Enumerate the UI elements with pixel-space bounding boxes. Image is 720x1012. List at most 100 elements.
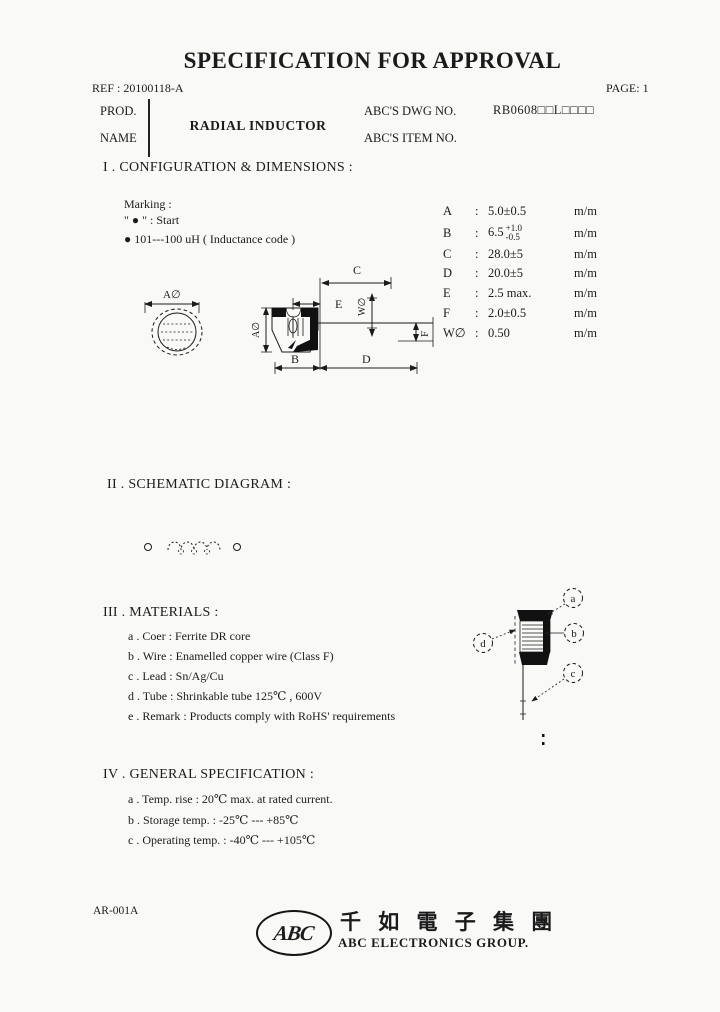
- b-dim-label: B: [291, 352, 299, 366]
- company-name-english: ABC ELECTRONICS GROUP.: [338, 935, 529, 950]
- page-title: SPECIFICATION FOR APPROVAL: [183, 48, 562, 73]
- doc-code: AR-001A: [93, 905, 139, 917]
- dwg-no-value: RB0608□□L□□□□: [493, 103, 595, 117]
- materials-list: a . Coer : Ferrite DR core b . Wire : En…: [128, 626, 395, 726]
- top-view: A∅: [144, 289, 203, 356]
- callout-b-circle: [564, 623, 584, 643]
- dim-unit: m/m: [574, 306, 597, 321]
- dim-row: F : 2.0±0.5 m/m: [443, 304, 610, 324]
- callout-c-label: c: [571, 668, 576, 680]
- item-no-label: ABC'S ITEM NO.: [364, 131, 457, 145]
- dim-key: C: [443, 246, 452, 261]
- callout-a-leader: [546, 603, 566, 616]
- inductor-schematic: [144, 541, 241, 555]
- dim-value: 6.5+1.0-0.5: [488, 224, 574, 242]
- dim-key: W∅: [443, 326, 466, 341]
- side-view: C E W∅ A∅: [251, 263, 434, 374]
- body-circle: [157, 312, 197, 352]
- dim-value: 28.0±5: [488, 246, 523, 261]
- core-top-flange: [517, 610, 553, 621]
- dim-value: 2.5 max.: [488, 286, 532, 301]
- callout-d-label: d: [480, 638, 486, 650]
- material-item: a . Coer : Ferrite DR core: [128, 629, 251, 643]
- dim-row: B : 6.5+1.0-0.5 m/m: [443, 222, 610, 245]
- terminal-left: [144, 543, 152, 551]
- dim-nominal: 6.5: [488, 224, 504, 239]
- dim-row: E : 2.5 max. m/m: [443, 284, 610, 305]
- company-name-chinese: 千 如 電 子 集 團: [340, 910, 559, 934]
- dim-value: 2.0±0.5: [488, 306, 527, 321]
- callout-a-circle: [563, 588, 583, 608]
- section3-heading: III . MATERIALS :: [103, 605, 219, 620]
- inductor-figure: [514, 610, 553, 745]
- w-phi-dim-label: W∅: [357, 298, 368, 316]
- dim-row: C : 28.0±5 m/m: [443, 245, 610, 265]
- section4-heading: IV . GENERAL SPECIFICATION :: [103, 767, 315, 782]
- dim-colon: :: [475, 266, 479, 281]
- core-bottom-flange: [519, 652, 550, 665]
- page-number: PAGE: 1: [606, 81, 649, 95]
- callouts: a b d c: [473, 588, 584, 702]
- dimension-drawing: A∅ C E W∅ A∅: [144, 263, 434, 374]
- prod-label: PROD.: [100, 104, 137, 118]
- dim-colon: :: [475, 306, 479, 321]
- dim-colon: :: [475, 204, 479, 219]
- dim-unit: m/m: [574, 286, 597, 301]
- a-phi-top-label: A∅: [163, 289, 181, 301]
- dim-value: 20.0±5: [488, 266, 523, 281]
- winding-edge: [543, 621, 550, 652]
- terminal-right: [233, 543, 241, 551]
- callout-d-leader: [491, 629, 516, 640]
- spec-item: a . Temp. rise : 20℃ max. at rated curre…: [128, 792, 333, 806]
- winding-hatch: [522, 624, 548, 650]
- dim-colon: :: [475, 286, 479, 301]
- marking-title: Marking :: [124, 197, 172, 211]
- bobbin-body: [271, 307, 319, 353]
- coil-symbol: [167, 541, 221, 551]
- dim-row: W∅ : 0.50 m/m: [443, 324, 610, 344]
- dim-row: D : 20.0±5 m/m: [443, 264, 610, 284]
- section1-heading: I . CONFIGURATION & DIMENSIONS :: [103, 160, 353, 175]
- dim-unit: m/m: [574, 325, 597, 340]
- dim-colon: :: [475, 246, 479, 261]
- name-label: NAME: [100, 131, 137, 145]
- material-item: c . Lead : Sn/Ag/Cu: [128, 669, 224, 683]
- callout-d-circle: [473, 633, 493, 653]
- wire-arrow: [288, 340, 296, 349]
- materials-figure: a b d c: [473, 588, 584, 745]
- dim-key: D: [443, 266, 453, 281]
- callout-c-leader: [531, 678, 565, 702]
- dim-unit: m/m: [574, 266, 597, 281]
- a-phi-side-label: A∅: [251, 322, 262, 338]
- material-item: d . Tube : Shrinkable tube 125℃ , 600V: [128, 689, 323, 703]
- callout-a-label: a: [571, 593, 576, 605]
- dim-unit: m/m: [574, 246, 597, 261]
- dim-tolerance: +1.0-0.5: [506, 224, 522, 242]
- header-divider: [148, 99, 150, 157]
- dim-value: 0.50: [488, 325, 510, 340]
- spec-item: c . Operating temp. : -40℃ --- +105℃: [128, 833, 316, 847]
- callout-b-label: b: [571, 628, 577, 640]
- c-dim-label: C: [353, 263, 361, 277]
- f-dim-label: F: [419, 331, 431, 337]
- tol-minus: -0.5: [505, 232, 520, 242]
- general-spec-list: a . Temp. rise : 20℃ max. at rated curre…: [128, 789, 333, 851]
- dim-unit: m/m: [574, 204, 597, 219]
- product-name: RADIAL INDUCTOR: [189, 118, 327, 133]
- ref-number: REF : 20100118-A: [92, 81, 184, 95]
- company-logo: ABC: [256, 910, 332, 956]
- dim-value: 5.0±0.5: [488, 204, 527, 219]
- dimension-table: A : 5.0±0.5 m/m B : 6.5+1.0-0.5 m/m C : …: [443, 202, 610, 343]
- dwg-no-label: ABC'S DWG NO.: [364, 104, 457, 118]
- dim-row: A : 5.0±0.5 m/m: [443, 202, 610, 222]
- tol-plus: +1.0: [505, 223, 522, 233]
- dim-key: B: [443, 225, 452, 240]
- d-dim-label: D: [362, 352, 371, 366]
- dim-colon: :: [475, 325, 479, 340]
- material-item: e . Remark : Products comply with RoHS' …: [128, 709, 396, 723]
- dim-key: E: [443, 286, 451, 301]
- marking-start: " ● " : Start: [124, 213, 180, 227]
- core-outline-dashed: [151, 308, 203, 356]
- dim-colon: :: [475, 225, 479, 240]
- material-item: b . Wire : Enamelled copper wire (Class …: [128, 649, 334, 663]
